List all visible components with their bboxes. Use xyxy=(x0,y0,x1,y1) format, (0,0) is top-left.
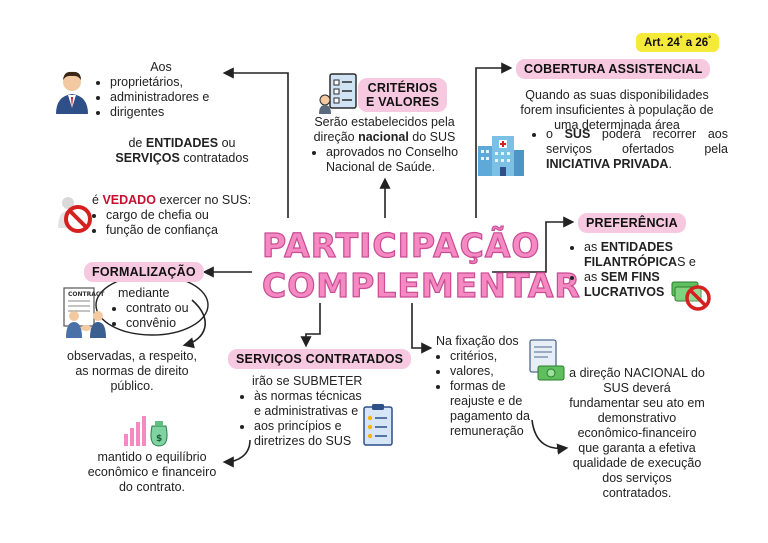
arrow-servicos xyxy=(300,303,321,348)
list-item: valores, xyxy=(450,364,546,379)
arrow-resultado xyxy=(531,419,569,455)
list-item: administradores e xyxy=(110,90,246,105)
list-item: aos princípios e diretrizes do SUS xyxy=(254,419,370,449)
cobertura-label: COBERTURA ASSISTENCIAL xyxy=(516,59,711,79)
fixacao-list: Na fixação dos critérios, valores, forma… xyxy=(436,334,546,439)
businessman-icon xyxy=(56,71,88,114)
contract-handshake-icon: CONTRACT xyxy=(63,287,106,338)
entities-block: de ENTIDADES ou SERVIÇOS contratados xyxy=(115,136,249,165)
cobertura-list: o SUS poderá recorrer aos serviços ofert… xyxy=(532,127,728,172)
list-item: às normas técnicas e administrativas e xyxy=(254,389,370,419)
cobertura-text: Quando as suas disponibilidades forem in… xyxy=(520,88,714,132)
preferencia-list: as ENTIDADES FILANTRÓPICAS e as SEM FINS… xyxy=(570,240,720,300)
money-bag-chart-icon: $ xyxy=(124,416,168,447)
fixacao-result: a direção NACIONAL do SUS deverá fundame… xyxy=(569,366,705,500)
document-money-icon xyxy=(529,339,565,381)
observadas-text: observadas, a respeito, as normas de dir… xyxy=(67,349,197,393)
list-item: dirigentes xyxy=(110,105,246,120)
arrow-top-left xyxy=(222,67,289,218)
svg-text:CONTRACT: CONTRACT xyxy=(68,291,105,298)
title-line-2: COMPLEMENTAR xyxy=(261,265,581,305)
vedado-list: cargo de chefia ou função de confiança xyxy=(92,208,272,238)
list-item: proprietários, xyxy=(110,75,246,90)
owners-list: proprietários, administradores e dirigen… xyxy=(96,75,246,120)
prohibited-icon xyxy=(58,197,92,233)
svg-text:$: $ xyxy=(156,434,162,444)
criterios-text: Serão estabelecidos pela direção naciona… xyxy=(313,115,456,144)
arrow-observadas xyxy=(182,299,206,349)
list-item: formas de reajuste e de pagamento da rem… xyxy=(450,379,546,439)
vedado-label: VEDADO xyxy=(102,193,156,207)
list-item: as SEM FINS LUCRATIVOS xyxy=(584,270,720,300)
list-item: convênio xyxy=(126,316,212,331)
arrow-fixacao xyxy=(411,303,433,354)
criterios-list: aprovados no Conselho Nacional de Saúde. xyxy=(312,145,467,175)
owners-intro: Aos xyxy=(150,60,172,74)
main-title: PARTICIPAÇÃO COMPLEMENTAR xyxy=(261,225,581,306)
servicos-list: irão se SUBMETER às normas técnicas e ad… xyxy=(240,374,370,449)
list-item: o SUS poderá recorrer aos serviços ofert… xyxy=(546,127,728,172)
arrow-mantido xyxy=(222,439,251,468)
entidades-label: ENTIDADES xyxy=(145,136,219,150)
servicos-label: SERVIÇOS xyxy=(115,151,180,165)
checklist-icon xyxy=(319,73,357,114)
servicos-label: SERVIÇOS CONTRATADOS xyxy=(228,349,412,369)
formalizacao-list: mediante contrato ou convênio xyxy=(112,286,212,331)
list-item: cargo de chefia ou xyxy=(106,208,272,223)
preferencia-label: PREFERÊNCIA xyxy=(578,213,686,233)
article-badge: Art. 24° a 26° xyxy=(636,33,719,52)
list-item: aprovados no Conselho Nacional de Saúde. xyxy=(326,145,467,175)
criterios-label: CRITÉRIOS E VALORES xyxy=(358,78,448,112)
formalizacao-label: FORMALIZAÇÃO xyxy=(84,262,204,282)
list-item: as ENTIDADES FILANTRÓPICAS e xyxy=(584,240,720,270)
hospital-building-icon xyxy=(478,136,524,176)
title-line-1: PARTICIPAÇÃO xyxy=(261,225,541,265)
clipboard-icon xyxy=(363,404,393,446)
list-item: função de confiança xyxy=(106,223,272,238)
vedado-block: é VEDADO exercer no SUS: cargo de chefia… xyxy=(92,193,272,238)
mantido-text: mantido o equilíbrio econômico e finance… xyxy=(87,450,217,494)
owners-block: Aos proprietários, administradores e dir… xyxy=(96,60,246,120)
arrow-cobertura xyxy=(475,62,513,218)
list-item: critérios, xyxy=(450,349,546,364)
list-item: contrato ou xyxy=(126,301,212,316)
arrow-preferencia xyxy=(492,216,575,273)
money-prohibited-icon xyxy=(671,281,711,311)
